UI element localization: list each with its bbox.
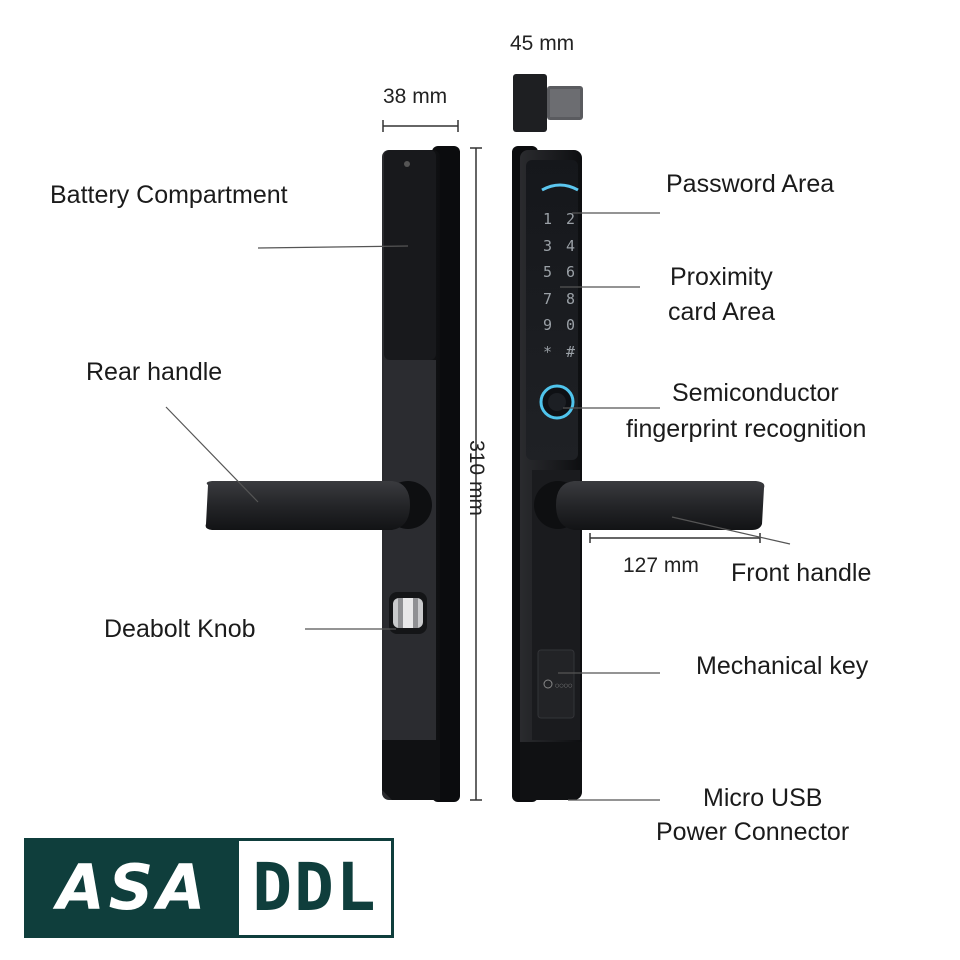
front-lock-body: ○○○○ — [512, 146, 582, 802]
width-dimension-line — [382, 120, 459, 132]
keypad: 1 2 3 4 5 6 7 8 9 0 * # — [536, 210, 582, 369]
dimension-width: 38 mm — [383, 85, 448, 108]
brand-logo: ASA DDL — [24, 838, 394, 938]
keypad-key: 1 — [542, 210, 553, 228]
label-rear-handle: Rear handle — [86, 358, 223, 386]
keypad-key: 2 — [565, 210, 576, 228]
dimension-height: 310 mm — [464, 440, 488, 516]
depth-block — [513, 74, 583, 132]
svg-text:○○○○: ○○○○ — [555, 683, 572, 689]
keypad-key: 4 — [565, 236, 576, 255]
handle-length-dimension-line — [589, 533, 761, 543]
label-front-handle: Front handle — [731, 559, 872, 587]
dimension-handle-length: 127 mm — [623, 554, 699, 577]
label-fingerprint-line2: fingerprint recognition — [626, 415, 867, 443]
dimension-depth: 45 mm — [510, 32, 575, 55]
front-handle — [534, 481, 765, 530]
leader-lines — [165, 212, 791, 801]
keypad-key: 8 — [565, 289, 576, 308]
label-deadbolt-knob: Deabolt Knob — [104, 615, 256, 643]
label-mechanical-key: Mechanical key — [696, 652, 869, 680]
rear-lock-body — [382, 146, 460, 802]
rear-handle — [205, 481, 432, 530]
keypad-key: # — [565, 342, 576, 361]
keypad-key: 0 — [565, 316, 576, 334]
keypad-key: 9 — [542, 316, 553, 334]
label-battery-compartment: Battery Compartment — [50, 181, 288, 209]
label-password-area: Password Area — [666, 170, 835, 198]
label-usb-line2: Power Connector — [656, 818, 850, 846]
keypad-key: 7 — [542, 289, 553, 308]
leader-rear-handle — [165, 406, 259, 503]
label-usb-line1: Micro USB — [703, 784, 823, 812]
label-proximity-line2: card Area — [668, 298, 776, 326]
leader-front-handle — [671, 516, 791, 545]
logo-right-text: DDL — [252, 849, 378, 926]
fingerprint-sensor — [539, 384, 575, 420]
label-fingerprint-line1: Semiconductor — [672, 379, 839, 407]
height-dimension-line — [470, 147, 482, 801]
logo-left-text: ASA — [27, 841, 239, 935]
label-proximity-line1: Proximity — [670, 263, 773, 291]
keypad-key: 6 — [565, 263, 576, 281]
leader-battery — [257, 245, 409, 249]
keypad-key: 3 — [542, 236, 553, 255]
deadbolt-knob — [389, 592, 427, 634]
keypad-key: * — [542, 342, 553, 361]
keypad-key: 5 — [542, 263, 553, 281]
